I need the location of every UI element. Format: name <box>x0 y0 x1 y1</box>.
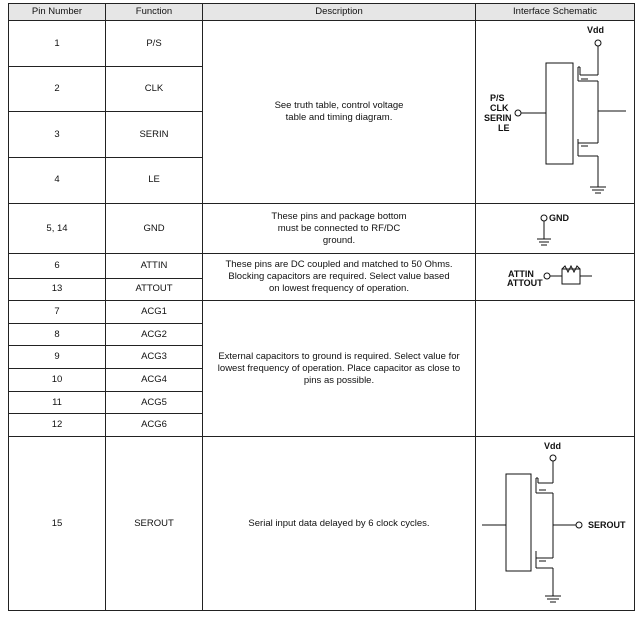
pin-number-cell: 2 <box>8 66 106 113</box>
function-cell: ACG3 <box>105 345 203 369</box>
function-cell: ACG5 <box>105 391 203 414</box>
function-cell: ACG2 <box>105 323 203 346</box>
function-cell: ACG4 <box>105 368 203 392</box>
schematic-attenuator: ATTIN ATTOUT <box>475 253 635 301</box>
function-cell: LE <box>105 156 203 205</box>
pin-number-cell: 3 <box>8 111 106 158</box>
table-row: 13 ATTOUT <box>8 277 635 302</box>
clk-label: CLK <box>490 103 509 113</box>
pin-number-cell: 4 <box>8 156 106 205</box>
serout-label: SEROUT <box>588 520 626 530</box>
table-row: 8 ACG2 <box>8 323 635 346</box>
pin-number-cell: 6 <box>8 253 106 279</box>
pin-number-cell: 5, 14 <box>8 203 106 254</box>
schematic-acg-empty <box>475 300 635 437</box>
serin-label: SERIN <box>484 113 512 123</box>
pin-number-cell: 12 <box>8 413 106 437</box>
function-cell: GND <box>105 203 203 254</box>
table-row: 1 P/S See truth table, control voltage t… <box>8 19 635 204</box>
pin-number-cell: 10 <box>8 368 106 392</box>
schematic-ground: GND <box>475 203 635 254</box>
attout-label: ATTOUT <box>507 278 543 288</box>
pin-number-cell: 1 <box>8 19 106 68</box>
table-row: 6 ATTIN These pins are DC coupled and ma… <box>8 253 635 301</box>
function-cell: SERIN <box>105 111 203 158</box>
schematic-serout: Vdd SEROUT <box>475 436 635 611</box>
description-attenuator: These pins are DC coupled and matched to… <box>202 253 476 301</box>
schematic-control-inputs: Vdd <box>475 20 635 204</box>
description-ground: These pins and package bottom must be co… <box>202 203 476 254</box>
header-pin-number: Pin Number <box>8 3 106 21</box>
control-input-schematic: Vdd <box>484 25 626 194</box>
table-row: 15 SEROUT Serial input data delayed by 6… <box>8 436 635 611</box>
table-row: 9 ACG3 <box>8 345 635 369</box>
function-cell: ATTIN <box>105 253 203 279</box>
function-cell: ATTOUT <box>105 277 203 302</box>
header-description: Description <box>202 3 476 21</box>
table-row: 11 ACG5 <box>8 391 635 414</box>
description-acg: External capacitors to ground is require… <box>202 300 476 437</box>
pin-number-cell: 13 <box>8 277 106 302</box>
function-cell: ACG1 <box>105 300 203 324</box>
ps-label: P/S <box>490 93 505 103</box>
pin-number-cell: 11 <box>8 391 106 414</box>
pin-number-cell: 7 <box>8 300 106 324</box>
table-row: 5, 14 GND These pins and package bottom … <box>8 203 635 254</box>
function-cell: CLK <box>105 66 203 113</box>
function-cell: SEROUT <box>105 436 203 611</box>
pin-number-cell: 9 <box>8 345 106 369</box>
vdd-serout-label: Vdd <box>544 441 561 451</box>
pin-number-cell: 8 <box>8 323 106 346</box>
header-row: Pin Number Function Description Interfac… <box>8 3 635 21</box>
gnd-label: GND <box>549 213 570 223</box>
table-row: 3 SERIN <box>8 111 635 158</box>
serout-schematic: Vdd SEROUT <box>482 441 626 602</box>
description-serout: Serial input data delayed by 6 clock cyc… <box>202 436 476 611</box>
ground-schematic: GND <box>537 213 570 245</box>
function-cell: ACG6 <box>105 413 203 437</box>
table-row: 7 ACG1 External capacitors to ground is … <box>8 300 635 437</box>
pin-description-table: Pin Number Function Description Interfac… <box>8 3 635 611</box>
attenuator-schematic: ATTIN ATTOUT <box>507 264 592 288</box>
table-row: 4 LE <box>8 156 635 205</box>
header-function: Function <box>105 3 203 21</box>
le-label: LE <box>498 123 510 133</box>
attin-label: ATTIN <box>508 269 534 279</box>
vdd-label: Vdd <box>587 25 604 35</box>
description-control: See truth table, control voltage table a… <box>202 20 476 204</box>
function-cell: P/S <box>105 19 203 68</box>
pin-number-cell: 15 <box>8 436 106 611</box>
header-interface-schematic: Interface Schematic <box>475 3 635 21</box>
